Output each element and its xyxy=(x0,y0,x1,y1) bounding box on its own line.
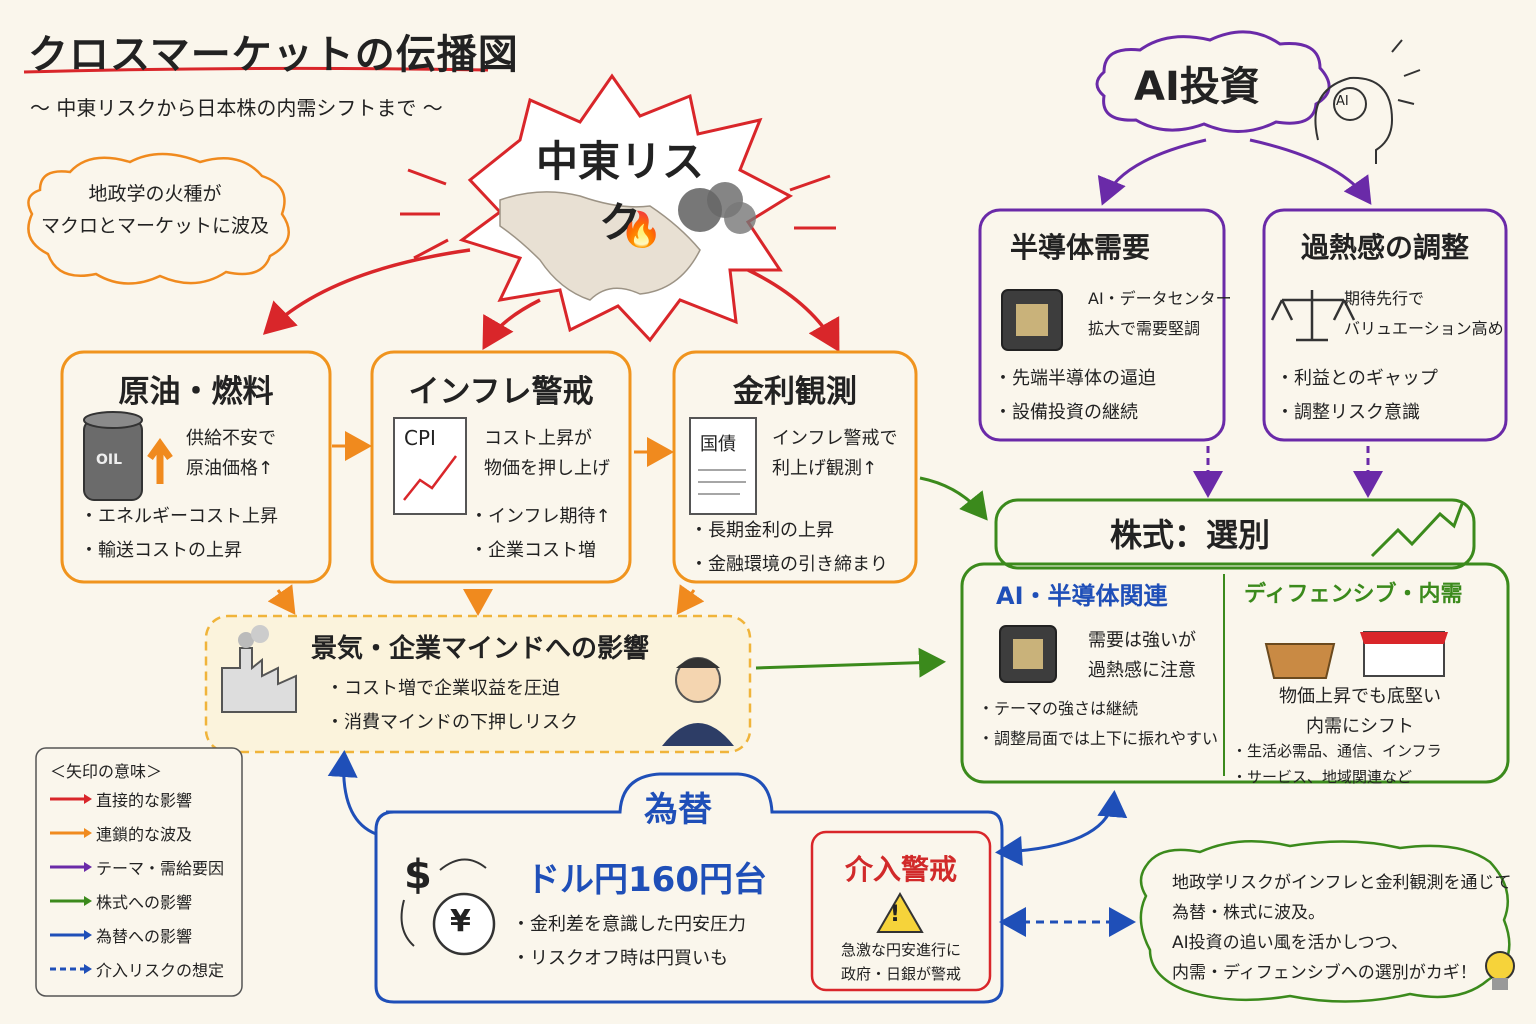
legend-item: 連鎖的な波及 xyxy=(96,825,193,844)
middle-east-map xyxy=(499,191,701,301)
ai-title: AI投資 xyxy=(1134,64,1260,110)
stocks-header-box xyxy=(994,498,1476,570)
legend-arrow-head xyxy=(84,964,92,974)
basket-icon xyxy=(1266,628,1334,680)
rates-desc: インフレ警戒で利上げ観測↑ xyxy=(772,428,898,479)
oil-desc: 供給不安で原油価格↑ xyxy=(186,428,276,479)
stocks-title: 株式：選別 xyxy=(1110,516,1271,554)
legend-list: 直接的な影響連鎖的な波及テーマ・需給要因株式への影響為替への影響介入リスクの想定 xyxy=(96,782,224,986)
ai-cloud xyxy=(1095,30,1331,134)
fire-map-icon: 🔥 xyxy=(620,210,663,250)
summary-note: 地政学リスクがインフレと金利観測を通じて為替・株式に波及。AI投資の追い風を活か… xyxy=(1172,873,1512,983)
legend-item: 株式への影響 xyxy=(96,893,193,912)
legend-item: 介入リスクの想定 xyxy=(96,961,225,980)
page-subtitle: ～ 中東リスクから日本株の内需シフトまで ～ xyxy=(30,96,443,120)
cpi-doc-icon: CPI xyxy=(404,426,436,450)
intro-cloud xyxy=(27,152,290,285)
fx-bullets: 金利差を意識した円安圧力リスクオフ時は円買いも xyxy=(512,908,746,976)
warning-icon: ! xyxy=(890,902,901,927)
oil-barrel-icon: OIL xyxy=(96,452,123,468)
rates-bullets: 長期金利の上昇金融環境の引き締まり xyxy=(690,514,888,582)
intervention-box xyxy=(810,830,992,992)
intro-note: 地政学の火種がマクロとマーケットに波及 xyxy=(40,183,269,237)
lightbulb-icon xyxy=(1486,952,1514,992)
legend-arrow-head xyxy=(84,930,92,940)
fx-headline: ドル円160円台 xyxy=(526,860,767,900)
stocks-right-desc: 物価上昇でも底堅い内需にシフト xyxy=(1279,686,1441,737)
rates-box xyxy=(672,350,918,584)
store-icon xyxy=(1364,628,1444,678)
oil-bullets: エネルギーコスト上昇輸送コストの上昇 xyxy=(80,500,278,568)
legend-item: 為替への影響 xyxy=(96,927,193,946)
legend-arrow-head xyxy=(84,794,92,804)
chip-icon-2 xyxy=(1000,626,1056,682)
yen-icon: ¥ xyxy=(450,904,471,939)
legend-title: ＜矢印の意味＞ xyxy=(50,762,163,781)
bond-doc-icon: 国債 xyxy=(700,434,736,455)
risk-title: 中東リスク xyxy=(535,137,704,247)
title-underline xyxy=(23,66,489,74)
legend-item: 直接的な影響 xyxy=(96,791,193,810)
oil-title: 原油・燃料 xyxy=(118,374,274,410)
inflation-desc: コスト上昇が物価を押し上げ xyxy=(484,428,610,479)
intervention-title: 介入警戒 xyxy=(844,853,957,886)
intervention-desc: 急激な円安進行に政府・日銀が警戒 xyxy=(840,941,961,983)
arrow-risk-rates xyxy=(747,268,840,353)
semi-desc: AI・データセンター拡大で需要堅調 xyxy=(1088,289,1232,338)
chip-icon xyxy=(1002,290,1062,350)
mood-title: 景気・企業マインドへの影響 xyxy=(310,634,649,664)
overheat-desc: 期待先行でバリュエーション高め xyxy=(1344,289,1504,338)
arrow-risk-oil xyxy=(262,248,471,335)
stocks-right-title: ディフェンシブ・内需 xyxy=(1244,582,1463,607)
stocks-right-bullets: 生活必需品、通信、インフラサービス、地域関連など xyxy=(1232,738,1442,790)
semi-title: 半導体需要 xyxy=(1009,231,1150,264)
ai-head-icon: AI xyxy=(1336,94,1349,109)
summary-cloud xyxy=(1139,839,1511,1003)
inflation-box xyxy=(370,350,632,584)
stocks-left-title: AI・半導体関連 xyxy=(996,582,1168,610)
semi-box xyxy=(978,208,1226,442)
legend-item: テーマ・需給要因 xyxy=(96,859,225,878)
overheat-title: 過熱感の調整 xyxy=(1300,231,1469,264)
stocks-left-bullets: テーマの強さは継続調整局面では上下に振れやすい xyxy=(978,694,1218,754)
fx-title: 為替 xyxy=(644,790,712,830)
page-title: クロスマーケットの伝播図 xyxy=(28,32,519,78)
legend-arrow-head xyxy=(84,896,92,906)
inflation-bullets: インフレ期待↑企業コスト増 xyxy=(470,500,611,568)
mood-bullets: コスト増で企業収益を圧迫消費マインドの下押しリスク xyxy=(326,672,578,740)
legend-arrow-head xyxy=(84,862,92,872)
dollar-icon: $ xyxy=(404,852,432,898)
rates-title: 金利観測 xyxy=(733,374,857,410)
legend-arrow-head xyxy=(84,828,92,838)
oil-box xyxy=(60,350,332,584)
inflation-title: インフレ警戒 xyxy=(408,374,594,410)
overheat-bullets: 利益とのギャップ調整リスク意識 xyxy=(1276,362,1438,430)
stocks-left-desc: 需要は強いが過熱感に注意 xyxy=(1088,630,1196,681)
semi-bullets: 先端半導体の逼迫設備投資の継続 xyxy=(994,362,1156,430)
overheat-box xyxy=(1262,208,1508,442)
arrow-risk-inflation xyxy=(482,298,541,351)
